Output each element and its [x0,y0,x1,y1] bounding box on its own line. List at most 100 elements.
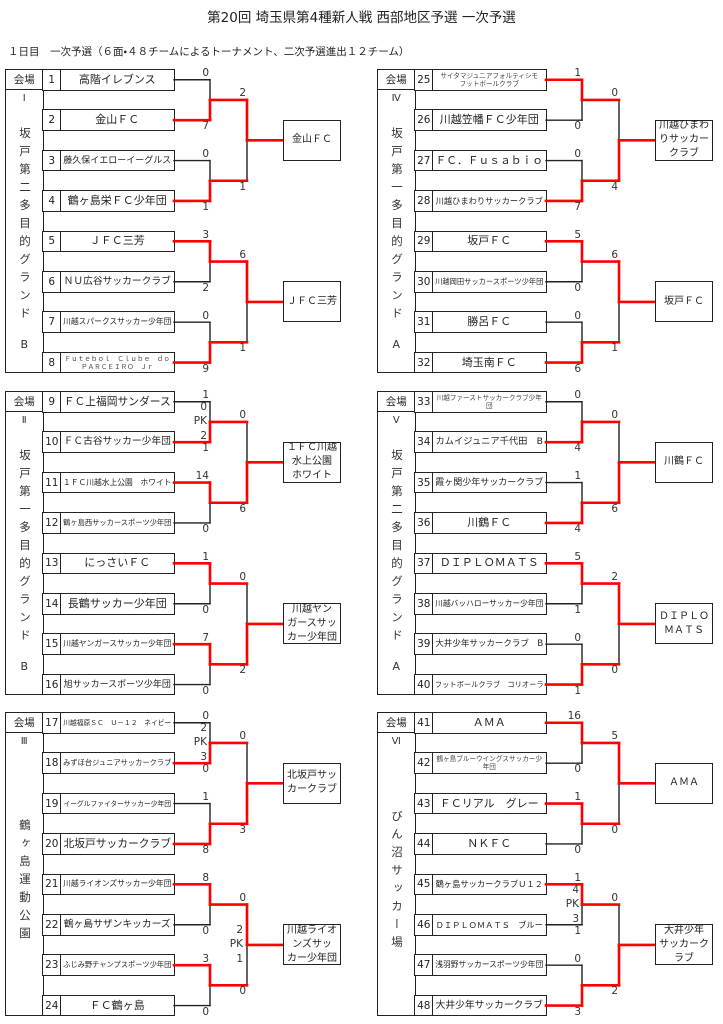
venue-court: B [20,660,29,673]
qualifier-box: 北坂戸サッカークラブ [283,762,341,804]
team-name: 鶴ヶ島サッカークラブＵ１２ [435,879,543,890]
team-name: 川越岡田サッカースポーツ少年団 [435,276,544,286]
team-name-cell: 大井少年サッカークラブ B [432,633,547,655]
team-name-cell: 勝呂ＦＣ [432,311,547,333]
score: 0 [574,309,581,322]
venue-name: 坂戸第一多目的グランド [390,127,404,325]
team-name-cell: 川越ファーストサッカークラブ少年団 [432,391,547,413]
team-name: 鶴ヶ島栄ＦＣ少年団 [67,193,167,207]
team-name: ＮＵ広谷サッカークラブ [63,275,171,287]
team-name: イーグルファイターサッカー少年団 [63,799,172,808]
page-title: 第20回 埼玉県第4種新人戦 西部地区予選 一次予選 [207,10,516,26]
pk-label: PK [193,736,207,749]
team-name: 川越ファーストサッカークラブ少年団 [436,393,542,410]
score: 1 [574,603,581,616]
score: 5 [611,730,618,743]
team-name: 川越バッハローサッカー少年団 [435,598,544,608]
team-name: 鶴ヶ島ブルーウイングスサッカー少年団 [436,755,543,772]
team-name: ＦＣリアル グレー [439,796,539,810]
qualifier-box: 川越ヤンガースサッカー少年団 [283,603,341,645]
team-name: にっさいＦＣ [84,556,151,570]
pk-label: PK [229,938,243,951]
score: 6 [239,249,246,262]
score: 1 [202,550,209,563]
team-name-cell: ＦＣ上福岡サンダース [60,391,175,413]
qualifier-name: 川越ひまわりサッカークラブ [659,120,709,160]
score: 0 [574,389,581,402]
qualifier-name: 大井少年サッカークラブ [659,924,709,964]
team-name-cell: ふじみ野チャンプスポーツ少年団 [60,954,175,976]
venue-name: 坂戸第一多目的グランド [18,449,32,647]
team-name: カムイジュニア千代田 B [435,436,543,448]
score: 2 [611,571,618,584]
pk-score: 0 [200,400,207,413]
team-number: 11 [42,471,62,494]
score: 2 [239,87,246,100]
score: 1 [574,684,581,697]
pk-score: 1 [236,952,243,965]
team-name-cell: 坂戸ＦＣ [432,230,547,253]
bracket-lines [544,721,657,1007]
team-name: 浅羽野サッカースポーツ少年団 [435,960,544,970]
team-number: 12 [42,512,62,534]
score: 1 [239,180,246,193]
team-name: サイタマジュニアフォルティシモフットボールクラブ [440,71,539,88]
team-number: 39 [414,633,434,655]
team-name: 藤久保イエローイーグルス [63,155,172,166]
team-number: 21 [42,873,62,896]
score: 0 [202,924,209,937]
team-name-cell: 北坂戸サッカークラブ [60,833,175,855]
score: 7 [574,200,581,213]
team-name: １ＦＣ川越水上公園 ホワイト [63,477,172,487]
score: 0 [202,522,209,535]
team-name-cell: サイタマジュニアフォルティシモフットボールクラブ [432,69,547,91]
team-number: 19 [42,792,62,815]
score: 5 [574,550,581,563]
team-number: 13 [42,552,62,575]
score: 3 [574,1005,581,1018]
venue-number: Ⅳ [391,93,401,104]
team-number: 31 [414,311,434,333]
qualifier-name: 金山ＦＣ [292,134,332,146]
venue-court: B [20,338,29,351]
score: 3 [202,952,209,965]
bracket-lines [172,401,285,686]
team-name: 川鶴ＦＣ [467,515,512,529]
team-name: 鶴ヶ島サザンキッカーズ [63,918,171,930]
team-name-cell: ＦＣ古谷サッカー少年団 [60,431,175,453]
team-number: 5 [42,230,62,253]
qualifier-name: 川越ライオンズサッカー少年団 [287,924,337,964]
score: 8 [202,871,209,884]
team-name: 川越ひまわりサッカークラブ [435,195,543,206]
team-name: 坂戸ＦＣ [467,234,512,248]
score: 0 [574,281,581,294]
team-name-cell: 旭サッカースポーツ少年団 [60,673,175,696]
team-name-cell: 川越スパークスサッカー少年団 [60,311,175,333]
venue-name: 坂戸第二多目的グランド [390,449,404,647]
score: 0 [202,309,209,322]
qualifier-name: 川鶴ＦＣ [664,456,704,468]
score: 1 [611,342,618,355]
team-name-cell: ＡＭＡ [432,712,547,734]
team-name: フットボールクラブ コリオーラ [434,679,544,689]
team-name: ふじみ野チャンプスポーツ少年団 [63,960,172,970]
pk-score: 2 [200,721,207,734]
team-name-cell: にっさいＦＣ [60,552,175,575]
score: 3 [202,228,209,241]
team-number: 35 [414,471,434,494]
venue-court: A [392,660,401,673]
team-number: 28 [414,190,434,212]
score: 14 [195,470,209,483]
pk-score: 4 [572,883,579,896]
score: 1 [239,342,246,355]
bracket-lines [172,79,285,364]
qualifier-box: 大井少年サッカークラブ [655,924,713,966]
team-name-cell: ＦＣ．Ｆｕｓａｂｉｏ [432,149,547,172]
